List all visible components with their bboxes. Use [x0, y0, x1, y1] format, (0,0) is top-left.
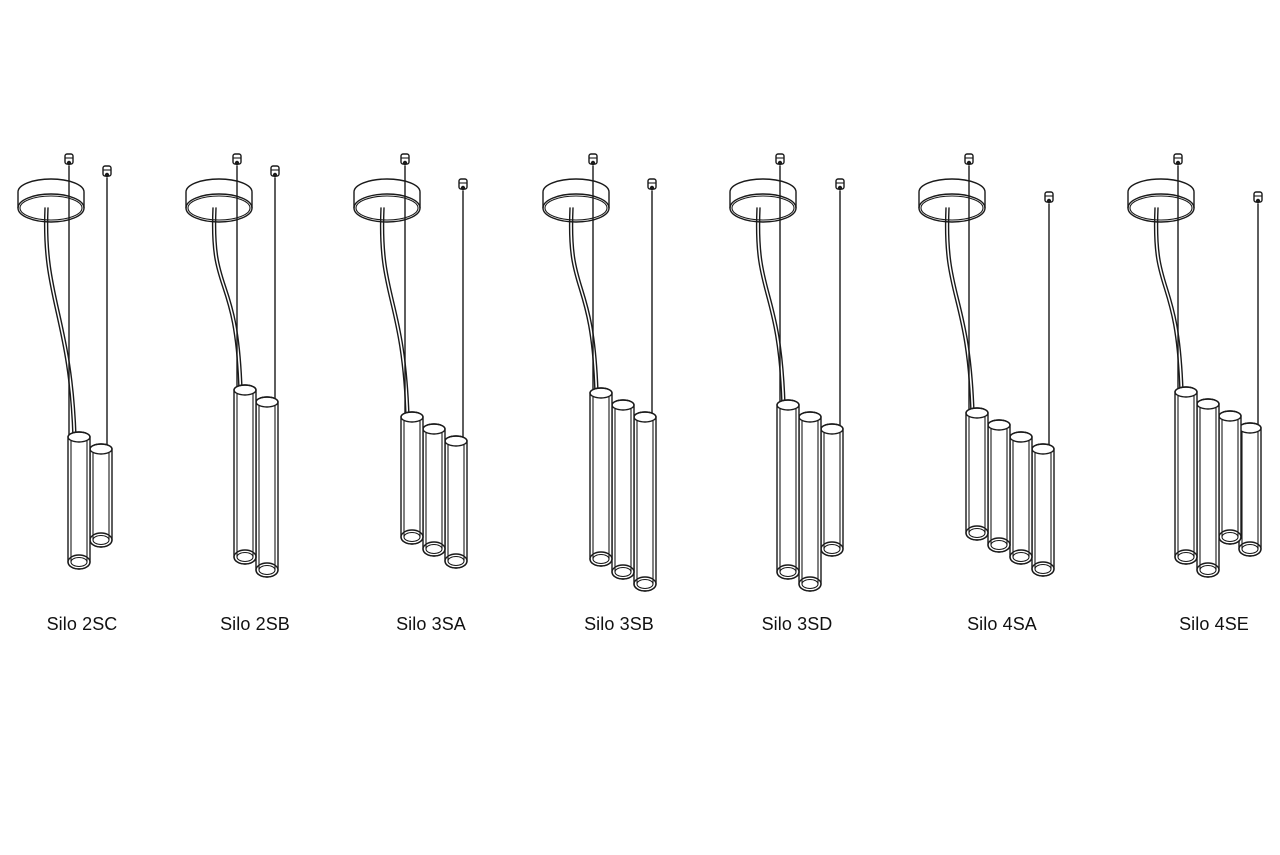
- light-tube: [589, 387, 613, 567]
- light-tube: [1031, 443, 1055, 577]
- cable-grip-icon: [588, 153, 598, 166]
- light-tube: [89, 443, 113, 548]
- cable-grip-icon: [270, 165, 280, 178]
- product-label-silo-2sb: Silo 2SB: [220, 614, 290, 634]
- canopy-icon: [918, 178, 986, 223]
- cable-grip-icon: [64, 153, 74, 166]
- cable-grip-icon: [458, 178, 468, 191]
- canopy-icon: [729, 178, 797, 223]
- pendant-6: [918, 153, 1055, 577]
- light-tube: [67, 431, 91, 570]
- power-cable: [214, 207, 243, 391]
- product-label-silo-2sc: Silo 2SC: [46, 614, 118, 634]
- power-cable: [43, 207, 74, 438]
- power-cable: [379, 207, 407, 418]
- power-cable: [46, 207, 77, 438]
- canopy-icon: [1127, 178, 1195, 223]
- cable-grip-icon: [1253, 191, 1263, 204]
- cable-grip-icon: [1173, 153, 1183, 166]
- light-tube: [400, 411, 424, 545]
- canopy-icon: [353, 178, 421, 223]
- power-cable: [211, 207, 240, 391]
- cable-grip-icon: [102, 165, 112, 178]
- pendant-7: [1127, 153, 1263, 578]
- light-tube: [1218, 410, 1242, 545]
- power-cable: [755, 207, 783, 406]
- power-cable: [1153, 207, 1181, 393]
- pendant-4: [542, 153, 657, 592]
- power-cable: [758, 207, 786, 406]
- cable-grip-icon: [232, 153, 242, 166]
- product-label-silo-3sd: Silo 3SD: [761, 614, 833, 634]
- product-label-silo-3sb: Silo 3SB: [584, 614, 654, 634]
- light-tube: [776, 399, 800, 580]
- product-label-silo-4se: Silo 4SE: [1179, 614, 1249, 634]
- light-tube: [1238, 422, 1262, 557]
- light-tube: [1009, 431, 1033, 565]
- light-tube: [255, 396, 279, 578]
- light-tube: [987, 419, 1011, 553]
- cable-grip-icon: [1044, 191, 1054, 204]
- light-tube: [820, 423, 844, 557]
- light-tube: [798, 411, 822, 592]
- power-cable: [382, 207, 410, 418]
- light-tube: [1196, 398, 1220, 578]
- power-cable: [1156, 207, 1184, 393]
- product-label-silo-4sa: Silo 4SA: [967, 614, 1037, 634]
- light-tube: [444, 435, 468, 569]
- pendant-5: [729, 153, 845, 592]
- cable-grip-icon: [647, 178, 657, 191]
- pendant-2: [185, 153, 280, 578]
- canopy-icon: [185, 178, 253, 223]
- light-tube: [233, 384, 257, 565]
- light-tube: [633, 411, 657, 592]
- power-cable: [944, 207, 972, 414]
- pendant-1: [17, 153, 113, 570]
- light-tube: [422, 423, 446, 557]
- power-cable: [571, 207, 599, 394]
- light-tube: [611, 399, 635, 580]
- cable-grip-icon: [400, 153, 410, 166]
- power-cable: [947, 207, 975, 414]
- cable-grip-icon: [964, 153, 974, 166]
- cable-grip-icon: [835, 178, 845, 191]
- pendant-3: [353, 153, 468, 569]
- light-tube: [1174, 386, 1198, 565]
- power-cable: [568, 207, 596, 394]
- canopy-icon: [542, 178, 610, 223]
- canopy-icon: [17, 178, 85, 223]
- cable-grip-icon: [775, 153, 785, 166]
- light-tube: [965, 407, 989, 541]
- product-label-silo-3sa: Silo 3SA: [396, 614, 466, 634]
